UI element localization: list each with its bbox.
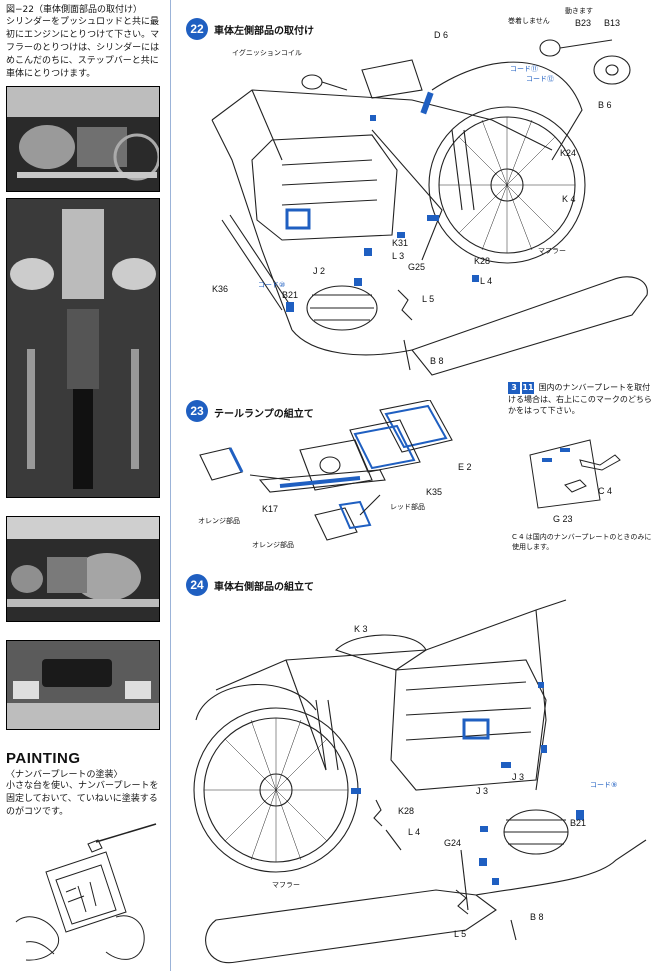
figure-title: 図−22（車体側面部品の取付け）	[6, 5, 142, 15]
step-22-diagram	[211, 39, 648, 376]
label-k35: K35	[426, 487, 443, 497]
plate-note-text: 国内のナンバープレートを取付ける場合は、右上にこのマークのどちらかをはって下さい…	[508, 383, 652, 415]
label-l5-24: L 5	[454, 929, 467, 939]
label-g25: G25	[408, 262, 426, 272]
label-d6: D 6	[434, 30, 449, 40]
sidebar: 図−22（車体側面部品の取付け） シリンダーをプッシュロッドと共に最初にエンジン…	[6, 4, 166, 81]
label-b13: B13	[604, 18, 621, 28]
column-divider	[170, 0, 171, 971]
figure-description: シリンダーをプッシュロッドと共に最初にエンジンにとりつけて下さい。マフラーのとり…	[6, 17, 160, 79]
label-l3: L 3	[392, 251, 405, 261]
label-k28: K28	[474, 256, 491, 266]
painting-text: 小さな台を使い、ナンバープレートを固定しておいて、ていねいに塗装するのがコツです…	[6, 781, 159, 817]
sticker-mark-icon: 11	[522, 382, 534, 394]
label-cord10: コード⑩	[258, 281, 286, 289]
label-k4: K 4	[562, 194, 576, 204]
label-tsumami: 動きます	[565, 7, 593, 15]
label-g24: G24	[444, 838, 462, 848]
step-23-diagram	[199, 400, 453, 541]
label-k24: K24	[560, 148, 577, 158]
step-22-number: 22	[186, 18, 208, 40]
label-cord9: コード⑨	[590, 781, 618, 789]
plate-diagram	[529, 439, 621, 509]
step-24-number: 24	[186, 574, 208, 596]
label-b21-24: B21	[570, 818, 587, 828]
label-b8-22: B 8	[430, 356, 444, 366]
label-muffler-24: マフラー	[272, 881, 300, 889]
step-23-number: 23	[186, 400, 208, 422]
label-orange-part-1: オレンジ部品	[198, 517, 240, 525]
label-l4-24: L 4	[408, 827, 421, 837]
painting-subheading: 〈ナンバープレートの塗装〉	[6, 770, 123, 780]
step-23-title: テールランプの組立て	[214, 409, 314, 420]
photo-engine-right	[6, 516, 160, 622]
label-e2: E 2	[458, 462, 472, 472]
label-orange-part-2: オレンジ部品	[252, 541, 294, 549]
label-k36: K36	[212, 284, 229, 294]
label-b6: B 6	[598, 100, 612, 110]
label-k3: K 3	[354, 624, 368, 634]
label-j3-b: J 3	[476, 786, 489, 796]
step-24-diagram	[193, 599, 647, 964]
label-l5-22: L 5	[422, 294, 435, 304]
painting-section: PAINTING 〈ナンバープレートの塗装〉 小さな台を使い、ナンバープレートを…	[6, 750, 166, 819]
painting-heading: PAINTING	[6, 750, 81, 767]
label-g23: G 23	[553, 514, 573, 524]
label-b8-24: B 8	[530, 912, 544, 922]
photo-engine-side	[6, 86, 160, 192]
sticker-mark-icon: 3	[508, 382, 520, 394]
label-ignition-coil: イグニッションコイル	[232, 49, 302, 57]
label-b23: B23	[575, 18, 592, 28]
label-b21-22: B21	[282, 290, 299, 300]
step-22-title: 車体左側部品の取付け	[214, 26, 314, 37]
label-k31: K31	[392, 238, 409, 248]
label-muffler-22: マフラー	[538, 247, 566, 255]
label-red-part: レッド部品	[390, 503, 425, 511]
c4-note: C 4 は国内のナンバープレートのときのみに使用します。	[512, 533, 652, 551]
label-cord12: コード⑫	[526, 75, 554, 83]
label-winding: 巻着しません	[508, 17, 550, 25]
label-j3-a: J 3	[512, 772, 525, 782]
label-k17: K17	[262, 504, 279, 514]
label-k28-24: K28	[398, 806, 415, 816]
label-j2: J 2	[313, 266, 326, 276]
label-l4-22: L 4	[480, 276, 493, 286]
photo-tail-lamp	[6, 640, 160, 730]
step-24-title: 車体右側部品の組立て	[214, 582, 314, 593]
label-c4: C 4	[598, 486, 613, 496]
painting-illustration	[15, 823, 157, 961]
photo-top-view	[6, 198, 160, 498]
label-cord11: コード⑪	[510, 65, 538, 73]
